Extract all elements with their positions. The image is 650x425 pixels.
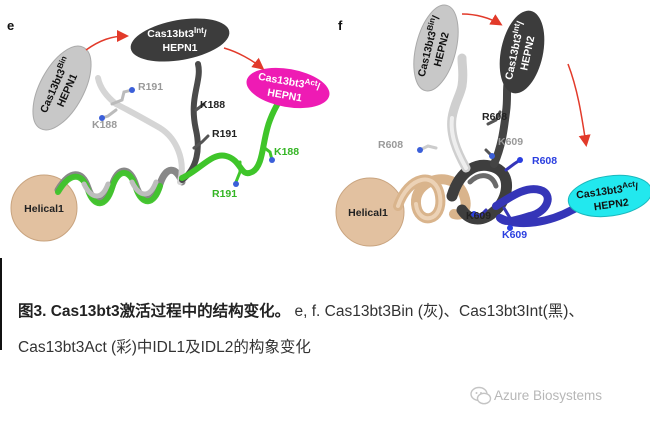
panel-e-res-k188-int: K188 <box>200 99 225 111</box>
panel-e-arrow-1 <box>85 30 129 51</box>
panel-e-int-sep: / <box>204 28 207 40</box>
caption-body: e, f. Cas13bt3Bin (灰)、Cas13bt3Int(黑)、Cas… <box>18 303 584 356</box>
panel-f-int-blob: Cas13bt3Int/ HEPN2 <box>499 10 545 94</box>
panel-f-res-r608-act: R608 <box>532 155 557 167</box>
panel-f-res-k609-int: K609 <box>466 210 491 222</box>
panel-e-helical-domain: Helical1 <box>10 174 78 242</box>
panel-f-act-domain: HEPN2 <box>593 197 630 214</box>
panel-f-act-state: Act <box>622 179 636 190</box>
panel-f-arrow-1 <box>461 13 503 26</box>
panel-f-bin-sep: / <box>430 14 442 20</box>
panel-e-act-sep: / <box>316 81 321 93</box>
panel-f-res-r608-int: R608 <box>482 111 507 123</box>
panel-e-letter: e <box>7 18 14 33</box>
panel-e-int-state: Int <box>194 26 204 35</box>
panel-e-act-blob: Cas13bt3Act/ HEPN1 <box>246 67 330 109</box>
panel-f-bin-state: Bin <box>425 17 437 32</box>
panel-f-res-k609-act: K609 <box>502 229 527 241</box>
panel-e-helical-label: Helical1 <box>24 203 64 215</box>
panel-f-int-sep: / <box>515 20 527 25</box>
panel-e-loops <box>95 61 293 185</box>
panel-f-letter: f <box>338 18 343 33</box>
panel-e-res-r191-int: R191 <box>212 128 237 140</box>
panel-f-helical-label: Helical1 <box>348 207 388 219</box>
panel-f-residue-sticks <box>417 110 523 231</box>
panel-f-res-r608-bin: R608 <box>378 139 403 151</box>
panel-e-int-name: Cas13bt3 <box>147 28 194 40</box>
panel-f-helical-domain: Helical1 <box>335 177 405 247</box>
panel-e: e Helical1 <box>7 18 330 242</box>
panel-f-bin-blob: Cas13bt3Bin/ HEPN2 <box>413 4 459 92</box>
panel-e-int-domain: HEPN1 <box>162 42 197 54</box>
watermark-text: Azure Biosystems <box>494 388 603 403</box>
panel-f: f Helical1 <box>335 4 650 247</box>
panel-f-res-k609-bin: K609 <box>498 136 523 148</box>
panel-e-bin-blob: Cas13bt3Bin HEPN1 <box>32 45 92 131</box>
panel-e-helix <box>54 166 186 207</box>
panel-e-act-state: Act <box>304 77 319 88</box>
left-divider-bar <box>0 258 2 350</box>
wechat-logo-icon <box>470 386 492 405</box>
panel-f-arrow-2 <box>567 63 591 147</box>
panel-f-int-state: Int <box>511 22 522 34</box>
svg-text:Cas13bt3Int/: Cas13bt3Int/ <box>147 26 206 40</box>
panel-f-act-sep: / <box>635 181 640 193</box>
panel-e-res-k188-act: K188 <box>274 146 299 158</box>
panel-f-act-blob: Cas13bt3Act/ HEPN2 <box>567 174 650 218</box>
panel-e-arrow-2 <box>223 47 265 70</box>
figure-caption: 图3. Cas13bt3激活过程中的结构变化。 e, f. Cas13bt3Bi… <box>18 294 638 366</box>
panel-e-residue-sticks <box>99 87 275 187</box>
panel-e-res-r191-act: R191 <box>212 188 237 200</box>
panel-e-res-r191-bin: R191 <box>138 81 163 93</box>
panel-e-res-k188-bin: K188 <box>92 119 117 131</box>
caption-title: 图3. Cas13bt3激活过程中的结构变化。 <box>18 303 291 320</box>
panel-e-int-blob: Cas13bt3Int/ HEPN1 <box>130 18 230 62</box>
